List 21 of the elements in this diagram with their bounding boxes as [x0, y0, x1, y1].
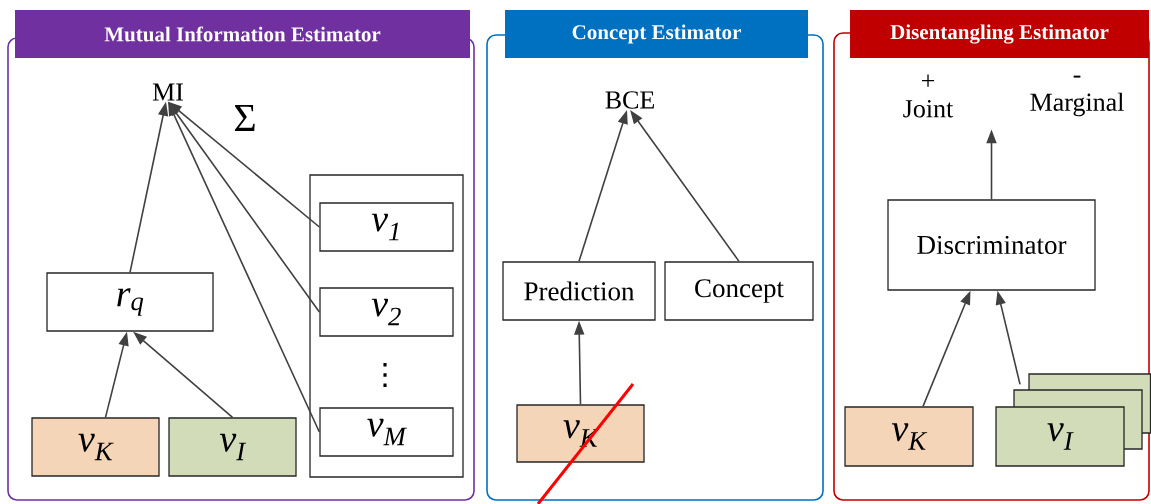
output-label: BCE: [605, 91, 654, 109]
vector-box: v$_{I}$: [168, 417, 297, 477]
vector-box: v$_{2}$: [319, 287, 454, 337]
vector-box: v$_{K}$: [31, 417, 160, 477]
panel-heading: Mutual Information Estimator: [15, 10, 470, 58]
output-label: MI: [152, 83, 183, 101]
process-box: Prediction: [502, 261, 656, 321]
vector-box: v$_{K}$: [844, 406, 974, 467]
group-box: [309, 174, 464, 478]
panel-heading: Disentangling Estimator: [850, 10, 1149, 58]
process-box: Concept: [664, 261, 814, 321]
vector-box: v$_{M}$: [319, 407, 454, 457]
panel-heading: Concept Estimator: [505, 10, 808, 58]
vector-box: r$_{q}$: [46, 272, 214, 332]
ellipsis: ⋮: [383, 362, 387, 388]
process-box: Discriminator: [887, 199, 1096, 291]
output-label: - Marginal: [1030, 75, 1124, 117]
output-label: + Joint: [903, 74, 954, 118]
sum-symbol: Σ: [234, 104, 255, 132]
vector-box: v$_{1}$: [319, 202, 454, 252]
card-stack: v$_{I}$: [995, 373, 1151, 467]
